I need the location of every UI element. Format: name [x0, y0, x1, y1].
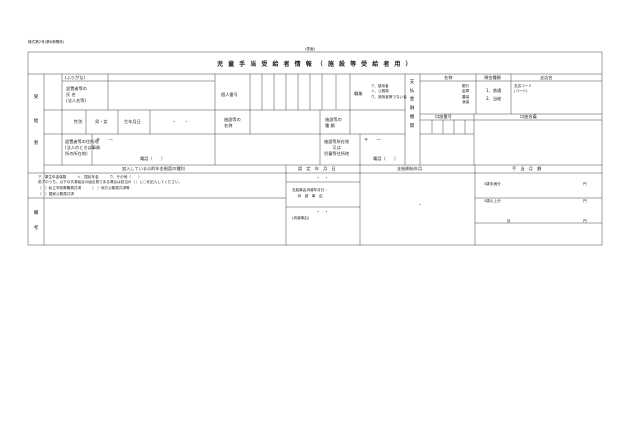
furigana-label: (ふりがな) [65, 75, 86, 80]
pension-line-2: 前アのうち、以下の共済組合の組合員である場合は該当の（ ）に○を記入してください… [38, 180, 183, 184]
bank-side-label: 支払金融機関 [409, 80, 415, 129]
recipient-side-label: 受 [33, 95, 39, 100]
form-title: 児 童 手 当 受 給 者 情 報 （ 施 設 等 受 給 者 用 ） [217, 61, 414, 68]
phone-2: 電話（ ） [373, 156, 399, 161]
under-3-yen: 円 [583, 182, 587, 186]
gender-label: 性別 [74, 119, 83, 124]
pension-line-4: （ ）国家公務員共済 [38, 192, 74, 196]
pension-line-3: （ ）私立学校教職員共済 （ ）地方公務員共済等 [38, 186, 130, 190]
recipient-side-label-3: 者 [33, 141, 39, 146]
postal-code-2: 〒 ― [364, 137, 381, 142]
facility-name-label: 施設等の 名称 [224, 117, 241, 128]
personal-number-label: 個人番号 [221, 92, 238, 97]
deposit-type-header: 預金種類 [484, 75, 501, 80]
start-month-value: ・ [418, 202, 423, 207]
address-label: 設置者等の住所地 (法人のときは事務 所の所在地) [65, 139, 101, 156]
over-3-yen: 円 [583, 199, 587, 203]
front-side-label: (表面) [305, 47, 315, 51]
total-label: 計 [507, 219, 511, 223]
phone-1: 電話（ ） [140, 156, 166, 161]
facility-address-label: 施設等所在地 又は 児童等住所地 [324, 139, 350, 156]
name-label: 設置者等の 氏 名 (法人名等) [66, 86, 87, 104]
over-3-label: 3歳以上分 [484, 199, 501, 203]
dob-separators: ・ ・ [172, 119, 189, 124]
occupation-label: 職業 [354, 91, 363, 96]
form-number: 様式第2号(第6条関係) [28, 40, 65, 44]
change-header: 支給事由消滅年月日・ 消 滅 事 由 [292, 188, 328, 199]
gender-options: 男・女 [95, 119, 108, 124]
pension-header: 加入している公的年金制度の種別 [122, 166, 185, 171]
facility-type-label: 施設等の 種 類 [325, 117, 342, 128]
allowance-header: 手 当 月 額 [512, 166, 542, 171]
account-name-label: 口座名義 [520, 114, 537, 119]
branch-code-label: 支店コード (コード) [514, 84, 532, 94]
bank-name-header: 名称 [444, 75, 453, 80]
account-number-label: 口座番号 [435, 114, 452, 119]
postal-code-1: 〒 ― [96, 137, 113, 142]
change-date-value: ・ ・ [316, 209, 329, 214]
branch-name-header: 支店名 [540, 75, 553, 80]
deposit-type-options: 1、普通 2、当座 [486, 88, 502, 101]
recipient-side-label-2: 給 [33, 119, 39, 124]
under-3-label: 3歳未満分 [484, 182, 501, 186]
pension-line-1: ア、厚生年金保険 イ、国民年金 ウ、その他（ ） [38, 175, 142, 179]
cert-date-value: ・ ・ [316, 175, 329, 180]
dob-label: 生年月日 [124, 119, 141, 124]
cert-date-header: 認 定 年 月 日 [298, 166, 336, 171]
change-reason-label: (消滅事由) [292, 216, 310, 220]
institution-types: 銀行 金庫 農協 漁協 [462, 84, 470, 105]
remarks-side-label: 備考 [33, 211, 39, 231]
total-yen: 円 [583, 219, 587, 223]
occupation-options: ア、被用者 イ、公務員 ウ、被用者等でない者 [371, 84, 407, 99]
start-month-header: 支給開始年月 [397, 166, 423, 171]
